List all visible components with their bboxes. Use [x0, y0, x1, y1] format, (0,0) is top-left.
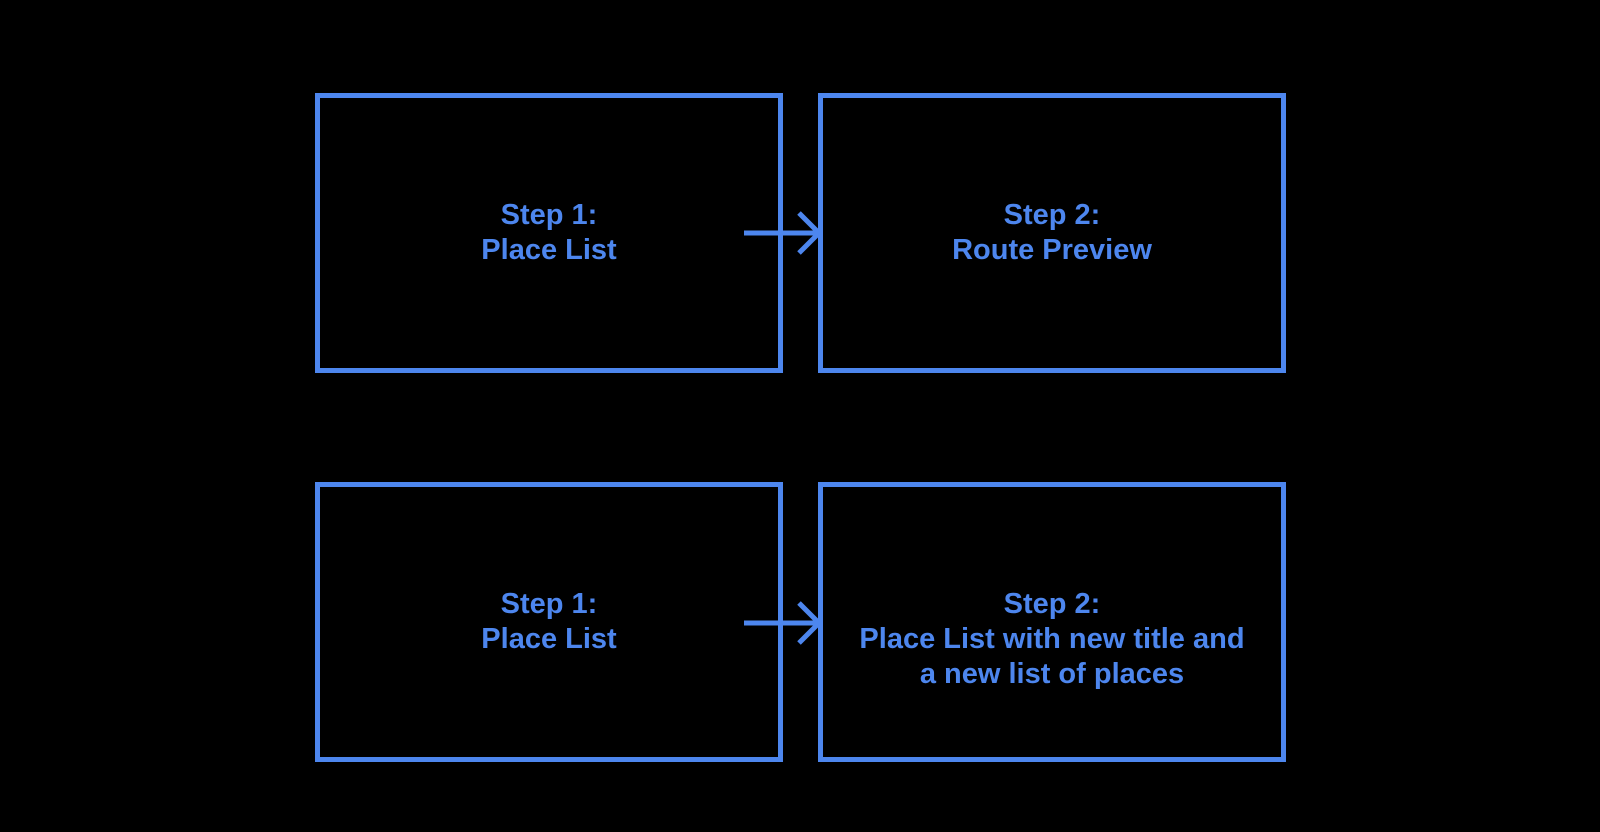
- node-step1-place-list-alt: Step 1: Place List: [315, 482, 783, 762]
- node-label-line: Route Preview: [952, 234, 1152, 266]
- node-label-line: Place List with new title and: [859, 623, 1245, 655]
- flow-arrow-icon: [744, 210, 824, 256]
- node-label-line: Place List: [481, 234, 617, 266]
- node-label-line: Step 2:: [1003, 588, 1101, 620]
- node-step2-place-list-new-title: Step 2: Place List with new title and a …: [818, 482, 1286, 762]
- node-label-line: a new list of places: [919, 658, 1185, 690]
- node-label-line: Step 1:: [500, 199, 598, 231]
- node-step2-route-preview: Step 2: Route Preview: [818, 93, 1286, 373]
- node-label-line: Step 2:: [1003, 199, 1101, 231]
- flow-arrow-icon: [744, 600, 824, 646]
- node-label-line: Place List: [481, 623, 617, 655]
- node-step1-place-list: Step 1: Place List: [315, 93, 783, 373]
- node-label-line: Step 1:: [500, 588, 598, 620]
